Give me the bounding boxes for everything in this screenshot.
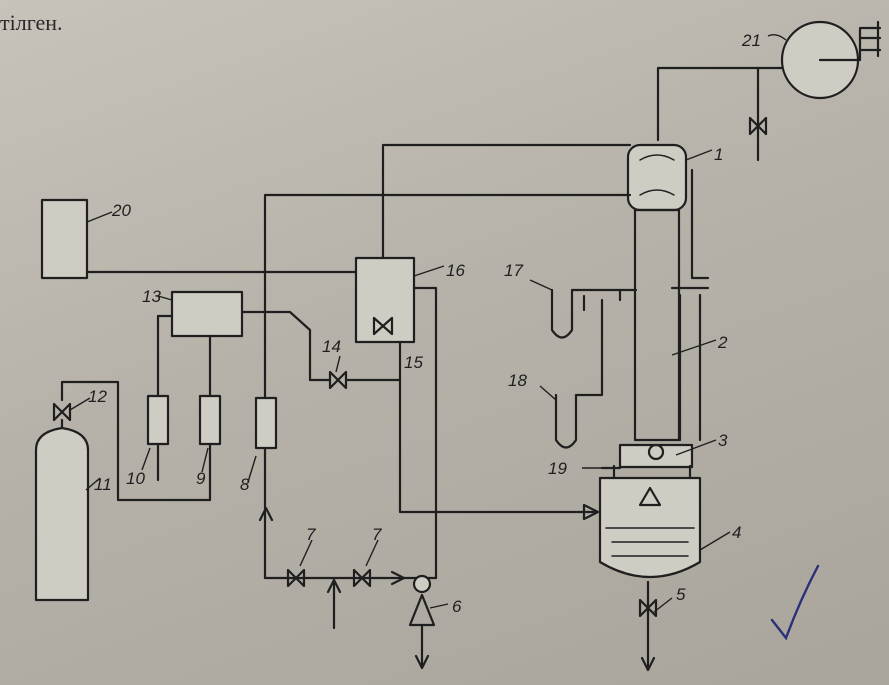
separator-head-1 bbox=[626, 143, 688, 212]
top-line bbox=[381, 143, 632, 314]
caption-text: тілген. bbox=[0, 10, 63, 35]
label-17: 17 bbox=[504, 261, 523, 280]
top-exhaust-line bbox=[656, 66, 784, 162]
rotameter-9 bbox=[60, 334, 222, 502]
valve-14 bbox=[328, 370, 402, 390]
label-3: 3 bbox=[718, 431, 728, 450]
valve-12 bbox=[52, 402, 72, 430]
column-2 bbox=[633, 168, 710, 442]
label-10: 10 bbox=[126, 469, 145, 488]
manometer-17 bbox=[550, 288, 638, 339]
recorder-20 bbox=[40, 198, 89, 280]
label-20: 20 bbox=[111, 201, 131, 220]
label-7a: 7 bbox=[306, 525, 316, 544]
label-11: 11 bbox=[94, 475, 112, 494]
line-to-vessel bbox=[398, 340, 598, 514]
upper-line bbox=[263, 193, 632, 580]
vessel-4 bbox=[598, 464, 702, 578]
valves-7 bbox=[263, 568, 438, 630]
label-21: 21 bbox=[741, 31, 761, 50]
line-13-14 bbox=[240, 310, 332, 382]
rotameter-8 bbox=[254, 396, 278, 522]
label-7b: 7 bbox=[372, 525, 382, 544]
distributor-3 bbox=[618, 443, 694, 469]
line-15 bbox=[412, 286, 438, 580]
controller-16 bbox=[354, 256, 416, 344]
label-12: 12 bbox=[88, 387, 107, 406]
check-mark bbox=[770, 564, 820, 641]
blower-21 bbox=[780, 20, 882, 100]
manometer-18 bbox=[554, 298, 604, 449]
pump-6 bbox=[408, 574, 436, 670]
label-8: 8 bbox=[240, 475, 250, 494]
label-6: 6 bbox=[452, 597, 462, 616]
label-14: 14 bbox=[322, 337, 341, 356]
label-16: 16 bbox=[446, 261, 465, 280]
label-5: 5 bbox=[676, 585, 686, 604]
rotameter-10 bbox=[146, 314, 174, 482]
label-2: 2 bbox=[717, 333, 728, 352]
label-18: 18 bbox=[508, 371, 527, 390]
label-19: 19 bbox=[548, 459, 567, 478]
bottom-valve-5 bbox=[638, 580, 658, 672]
label-13: 13 bbox=[142, 287, 161, 306]
label-4: 4 bbox=[732, 523, 741, 542]
label-1: 1 bbox=[714, 145, 723, 164]
label-15: 15 bbox=[404, 353, 423, 372]
gas-cylinder-11 bbox=[34, 426, 90, 602]
label-9: 9 bbox=[196, 469, 206, 488]
flow-arrow bbox=[582, 503, 600, 521]
leader-lines bbox=[69, 33, 787, 613]
mixer-13 bbox=[170, 290, 244, 338]
